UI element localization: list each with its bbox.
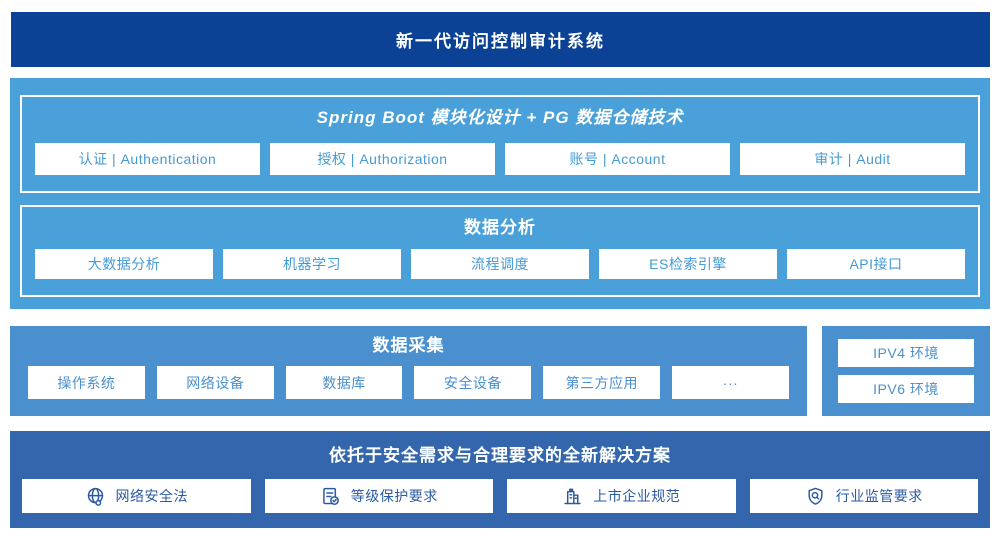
document-check-icon (320, 486, 341, 507)
solution-title: 依托于安全需求与合理要求的全新解决方案 (329, 446, 671, 465)
collection-box-network-device: 网络设备 (156, 366, 274, 399)
solution-box-cybersecurity-law: 网络安全法 (22, 479, 251, 513)
building-icon (562, 486, 583, 507)
solution-label: 等级保护要求 (350, 488, 438, 504)
collection-box-thirdparty: 第三方应用 (543, 366, 661, 399)
module-box-authorization: 授权 | Authorization (270, 143, 495, 175)
solution-box-classified-protection: 等级保护要求 (264, 479, 493, 513)
analysis-row: 大数据分析 机器学习 流程调度 ES检索引擎 API接口 (35, 249, 965, 279)
analysis-box-ml: 机器学习 (223, 249, 401, 279)
system-title-banner: 新一代访问控制审计系统 (11, 12, 990, 67)
middle-row: 数据采集 操作系统 网络设备 数据库 安全设备 第三方应用 ··· IPV4 环… (10, 326, 990, 416)
module-box-audit: 审计 | Audit (740, 143, 965, 175)
collection-box-os: 操作系统 (28, 366, 145, 399)
collection-section: 数据采集 操作系统 网络设备 数据库 安全设备 第三方应用 ··· (10, 326, 807, 416)
collection-box-security-device: 安全设备 (414, 366, 532, 399)
module-box-account: 账号 | Account (505, 143, 730, 175)
solution-box-listed-company: 上市企业规范 (507, 479, 736, 513)
collection-row: 操作系统 网络设备 数据库 安全设备 第三方应用 ··· (28, 366, 789, 399)
analysis-subsection: 数据分析 大数据分析 机器学习 流程调度 ES检索引擎 API接口 (20, 205, 980, 297)
collection-title: 数据采集 (372, 336, 445, 355)
system-title: 新一代访问控制审计系统 (396, 32, 605, 51)
analysis-box-bigdata: 大数据分析 (35, 249, 213, 279)
ipv6-box: IPV6 环境 (838, 375, 974, 403)
analysis-title: 数据分析 (464, 218, 536, 237)
module-box-authentication: 认证 | Authentication (35, 143, 260, 175)
ipv4-box: IPV4 环境 (838, 339, 974, 367)
solution-label: 网络安全法 (115, 488, 188, 504)
modules-subsection: Spring Boot 模块化设计 + PG 数据仓储技术 认证 | Authe… (20, 95, 980, 193)
solution-label: 上市企业规范 (593, 488, 681, 504)
architecture-diagram: 新一代访问控制审计系统 Spring Boot 模块化设计 + PG 数据仓储技… (0, 12, 1000, 541)
modules-row: 认证 | Authentication 授权 | Authorization 账… (35, 143, 965, 175)
solution-label: 行业监管要求 (835, 488, 923, 504)
network-env-section: IPV4 环境 IPV6 环境 (822, 326, 990, 416)
solution-section: 依托于安全需求与合理要求的全新解决方案 网络安全法 (10, 431, 990, 528)
analysis-box-workflow: 流程调度 (411, 249, 589, 279)
shield-search-icon (805, 486, 826, 507)
solution-row: 网络安全法 等级保护要求 (22, 479, 978, 513)
collection-box-database: 数据库 (285, 366, 403, 399)
collection-box-more: ··· (672, 366, 789, 399)
solution-box-industry-regulation: 行业监管要求 (749, 479, 978, 513)
globe-icon (85, 486, 106, 507)
platform-section: Spring Boot 模块化设计 + PG 数据仓储技术 认证 | Authe… (10, 78, 990, 309)
modules-title: Spring Boot 模块化设计 + PG 数据仓储技术 (316, 108, 684, 127)
analysis-box-es: ES检索引擎 (599, 249, 777, 279)
analysis-box-api: API接口 (787, 249, 965, 279)
